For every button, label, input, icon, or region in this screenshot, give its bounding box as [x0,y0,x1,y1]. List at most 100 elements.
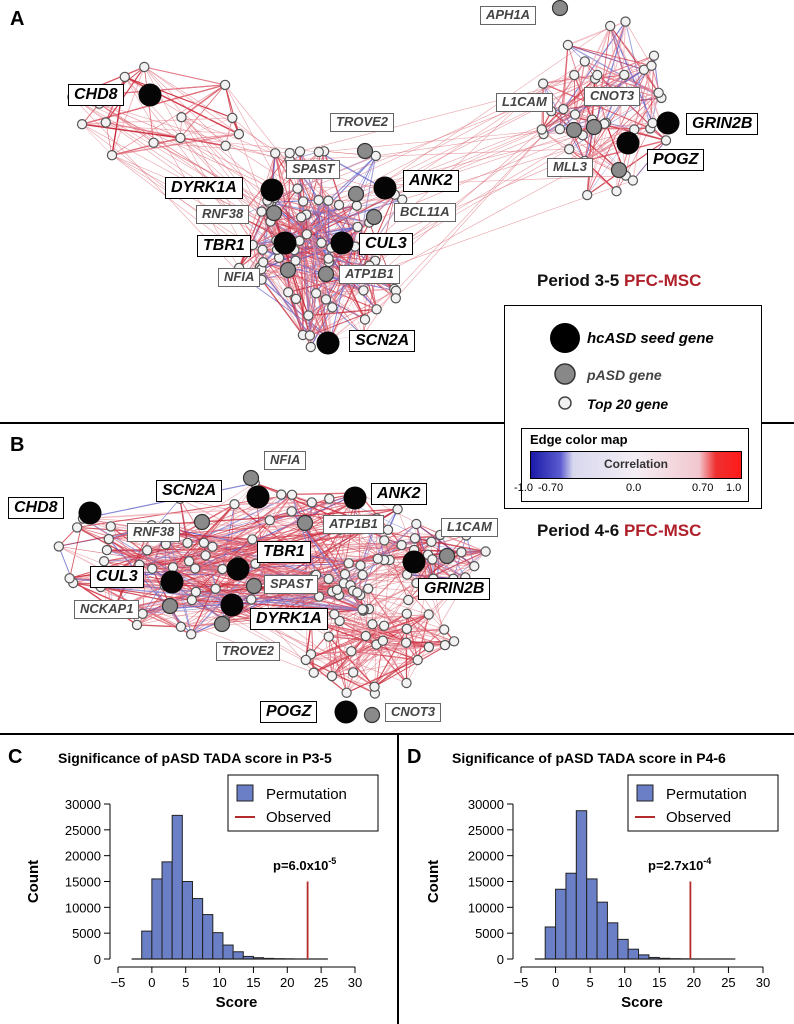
top20-gene-node [390,293,401,304]
period-b-suffix: PFC-MSC [623,521,702,540]
network-edge [416,523,475,567]
permutation-swatch [236,784,254,802]
y-tick-label: 15000 [65,875,101,890]
pasd-gene-node [296,514,314,532]
network-edge [584,92,659,162]
network-edge [151,508,398,526]
top20-gene-node [284,147,295,159]
pasd-gene-node [551,0,569,17]
gene-label: CUL3 [90,566,144,589]
network-edge [82,502,351,520]
legend-permutation-label: Permutation [266,786,347,803]
x-tick-label: 5 [587,975,594,990]
network-edge [597,74,659,94]
gene-label: SCN2A [156,480,223,503]
top20-gene-node [327,302,338,313]
panel-label-d: D [407,746,422,768]
top20-gene-node [331,584,343,596]
top20-gene-node [611,185,622,197]
top20-gene-node [323,631,334,642]
seed-gene-node [226,557,250,581]
top20-gene-node [323,195,334,206]
seed-gene-node [260,178,284,202]
seed-gene-node [330,231,354,255]
top20-gene-node [323,573,334,585]
panel-label-c: C [8,746,23,768]
colormap-label: Correlation [603,457,668,471]
network-edge [152,568,369,590]
top20-gene-node [409,533,421,544]
network-edge [181,117,304,336]
gene-label: CUL3 [359,233,413,256]
seed-gene-node [316,331,340,355]
colormap-title: Edge color map [530,432,628,447]
top20-gene-node [592,69,603,81]
top20-gene-node [146,563,158,575]
top20-gene-node [536,124,548,135]
top20-gene-node [220,140,231,151]
top20-gene-node [200,550,211,561]
top20-gene-node [372,553,383,565]
top20-gene-node [131,619,143,631]
histogram-bar [212,932,224,960]
pasd-gene-node [585,118,603,136]
network-edge [234,501,312,505]
top20-gene-node [360,630,371,642]
top20-gene-node [64,573,75,584]
top20-gene-node [167,562,179,573]
period-a-suffix: PFC-MSC [623,271,702,290]
top20-gene-node [276,489,287,500]
top20-gene-node [562,39,574,51]
histogram-bar [596,901,608,960]
network-edge [259,267,327,344]
x-tick-label: 30 [348,975,362,990]
network-edge [331,609,363,677]
pasd-gene-node [565,121,583,139]
top20-gene-node [469,561,480,572]
network-edge [291,494,437,594]
gene-label: DYRK1A [165,177,243,200]
network-edge [302,201,312,347]
network-edge [346,592,358,693]
y-tick-label: 5000 [475,926,504,941]
network-edge [352,544,402,591]
top20-gene-node [270,148,281,159]
top20-gene-node [358,285,369,296]
network-edge [550,61,586,112]
y-tick-label: 30000 [65,797,101,812]
seed-gene-node [246,485,270,509]
top20-gene-node [411,518,422,530]
top20-gene-node [377,635,389,646]
top20-gene-node [175,132,186,144]
seed-gene-node [273,231,297,255]
chart-title-d: Significance of pASD TADA score in P4-6 [452,750,726,766]
top20-gene-node [290,293,302,305]
top20-gene-node [646,60,657,72]
top20-gene-node [185,629,197,640]
top20-gene-node [558,103,569,115]
network-edge [374,640,455,688]
network-edge [368,582,417,610]
x-tick-label: −5 [514,975,529,990]
panel-label-b: B [10,434,25,456]
network-edge [634,97,662,130]
top20-gene-node [323,253,334,264]
network-edge [166,523,271,550]
seed-gene-node [343,486,367,510]
network-edge [259,266,311,336]
legend-observed-label: Observed [266,809,331,826]
network-edge [395,133,544,291]
pasd-gene-node [317,265,335,283]
gene-label: ATP1B1 [339,265,400,284]
top20-gene-node [298,196,309,207]
network-edge [406,613,419,661]
network-edge [331,635,367,677]
top20-gene-node [439,624,450,635]
top20-gene-node [53,541,65,552]
pasd-gene-node [356,142,374,160]
permutation-swatch [636,784,654,802]
seed-gene-node [334,700,358,724]
top20-gene-node [339,569,351,580]
network-edge [368,608,455,642]
